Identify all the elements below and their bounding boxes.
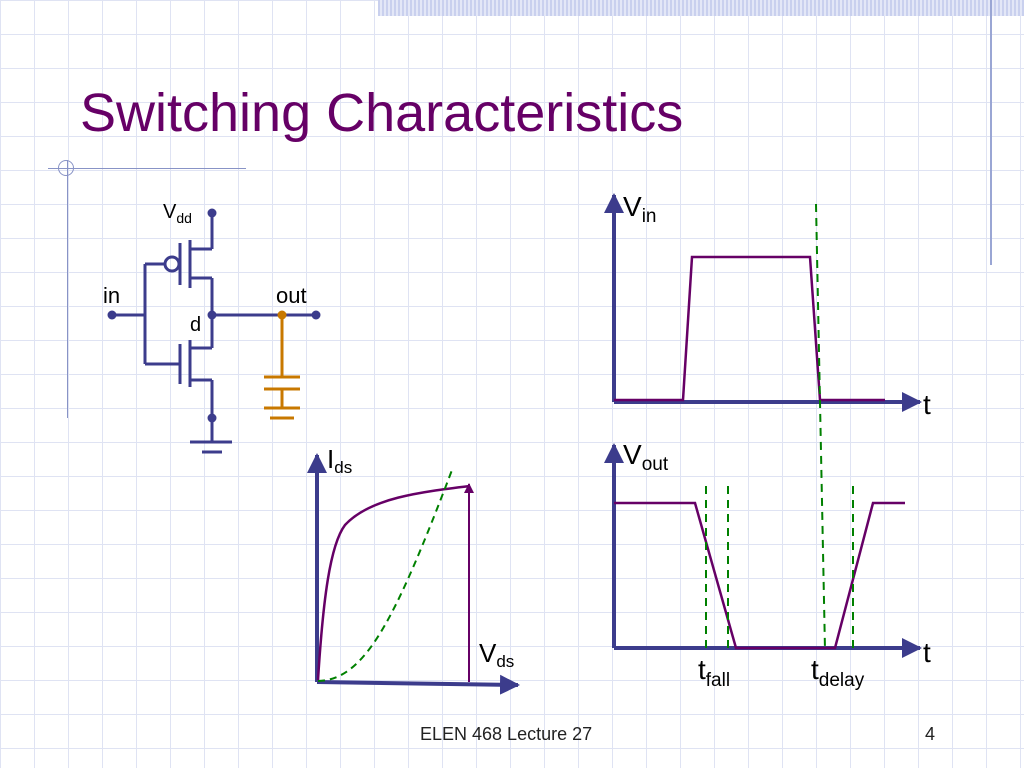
vds-label: Vds xyxy=(479,638,514,671)
vdd-label: Vdd xyxy=(163,201,192,226)
t-delay-label: tdelay xyxy=(811,654,865,691)
iv-x-axis xyxy=(316,674,520,695)
circuit-nodes xyxy=(107,208,321,423)
pmos-bubble xyxy=(163,255,181,273)
drain-node-label: d xyxy=(190,314,201,336)
vin-plot xyxy=(604,193,922,412)
left-decoration-rule xyxy=(67,160,68,418)
vdd-node xyxy=(207,208,217,218)
slide-title: Switching Characteristics xyxy=(80,83,684,143)
vin-label: Vin xyxy=(623,191,656,227)
cmos-inverter-circuit xyxy=(112,213,316,454)
input-node xyxy=(107,310,117,320)
slide-footer: ELEN 468 Lecture 27 xyxy=(420,724,593,744)
ground-node xyxy=(207,413,217,423)
vin-t-label: t xyxy=(923,389,931,420)
input-label: in xyxy=(103,283,120,308)
output-node xyxy=(311,310,321,320)
vout-plot xyxy=(604,443,922,658)
vout-t-label: t xyxy=(923,637,931,668)
iv-plot xyxy=(307,453,520,695)
page-number: 4 xyxy=(925,724,936,744)
title-crosshair-circle xyxy=(58,160,74,176)
timing-guides xyxy=(705,203,854,651)
vout-waveform xyxy=(614,501,905,650)
iv-operating-arrowhead xyxy=(464,483,474,493)
load-capacitor xyxy=(264,315,300,420)
delay-guide-line xyxy=(815,203,826,651)
output-label: out xyxy=(276,283,307,308)
ids-label: Ids xyxy=(327,444,352,477)
top-decoration-band xyxy=(378,0,1024,16)
vin-waveform xyxy=(614,255,885,402)
t-fall-label: tfall xyxy=(698,654,730,691)
right-decoration-rule xyxy=(990,0,992,265)
drain-node xyxy=(207,310,217,320)
capacitor-node xyxy=(277,310,287,320)
iv-saturation-curve xyxy=(317,469,453,682)
vout-label: Vout xyxy=(623,439,669,475)
title-underline xyxy=(48,168,246,169)
iv-load-curve xyxy=(316,484,471,681)
